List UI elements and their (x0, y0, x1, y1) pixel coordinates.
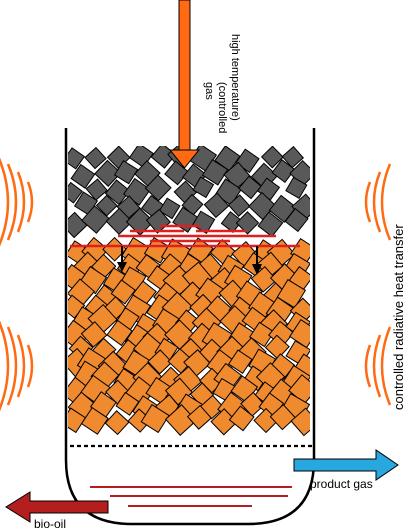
biomass-particle (68, 407, 87, 434)
biomass-particle (80, 321, 108, 348)
gas-inlet-arrow-icon (168, 0, 201, 169)
biomass-particle (147, 349, 173, 375)
radiation-waves-icon (0, 157, 34, 247)
char-particle (68, 147, 86, 170)
biomass-particle (140, 404, 170, 434)
biomass-particle (249, 321, 275, 348)
char-particle (257, 211, 284, 238)
char-particle (220, 211, 243, 234)
reaction-front-lines (70, 224, 300, 248)
biomass-particle (264, 334, 290, 360)
biomass-particle (164, 404, 197, 436)
char-particle (84, 146, 107, 170)
char-particle (85, 178, 108, 201)
biomass-particle (290, 407, 310, 437)
biomass-particle (102, 236, 127, 262)
gas-label-line3: high temperature) (229, 34, 241, 121)
char-particle (164, 160, 190, 186)
char-particle (113, 160, 139, 185)
down-arrow-icon (117, 246, 127, 272)
char-particle (238, 175, 262, 200)
biomass-particle (228, 405, 255, 432)
char-particle (68, 211, 88, 239)
char-particle (260, 146, 284, 169)
biomass-particle (227, 349, 253, 375)
biomass-particle (104, 410, 130, 436)
biomass-particle (167, 348, 194, 374)
char-particle (192, 176, 215, 199)
char-particle (81, 205, 110, 234)
product-gas-label: product gas (310, 477, 373, 491)
bio-oil-arrow-icon (5, 491, 109, 523)
radiation-waves-icon (364, 163, 392, 241)
char-particle (281, 146, 305, 169)
gas-label-line1: gas (203, 82, 215, 100)
biomass-particle (269, 403, 296, 431)
char-particle (201, 159, 229, 186)
char-particle (70, 163, 96, 189)
biomass-particle (210, 408, 238, 436)
char-particle (285, 176, 308, 200)
product-gas-arrow-icon (293, 449, 399, 481)
char-particle (203, 192, 230, 219)
radiative-heat-label: controlled radiative heat transfer (391, 224, 406, 410)
char-particle (271, 159, 296, 184)
radiation-waves-icon (364, 326, 392, 406)
biomass-particle (106, 319, 133, 347)
char-particle (68, 181, 83, 204)
gas-label-line2: (controlled (216, 82, 228, 133)
char-particle (94, 159, 122, 187)
char-particle (95, 194, 118, 217)
reactor-vessel (64, 128, 316, 526)
char-particle (227, 194, 251, 217)
char-particle (284, 208, 309, 233)
char-particle (158, 197, 181, 220)
char-particle (125, 207, 155, 236)
radiation-waves-icon (0, 320, 34, 412)
biomass-particle (80, 407, 109, 435)
char-particle (191, 210, 216, 234)
bio-oil-pool (90, 486, 292, 507)
biomass-particle-bed (68, 236, 310, 437)
biomass-particle (186, 404, 212, 430)
char-particle (235, 211, 260, 235)
char-particle (144, 174, 172, 202)
char-particle (104, 179, 131, 206)
char-particle (105, 207, 133, 236)
biomass-particle (145, 376, 173, 405)
bio-oil-label: bio-oil (34, 517, 66, 531)
biomass-particle (240, 391, 266, 417)
down-arrow-icon (252, 246, 262, 275)
